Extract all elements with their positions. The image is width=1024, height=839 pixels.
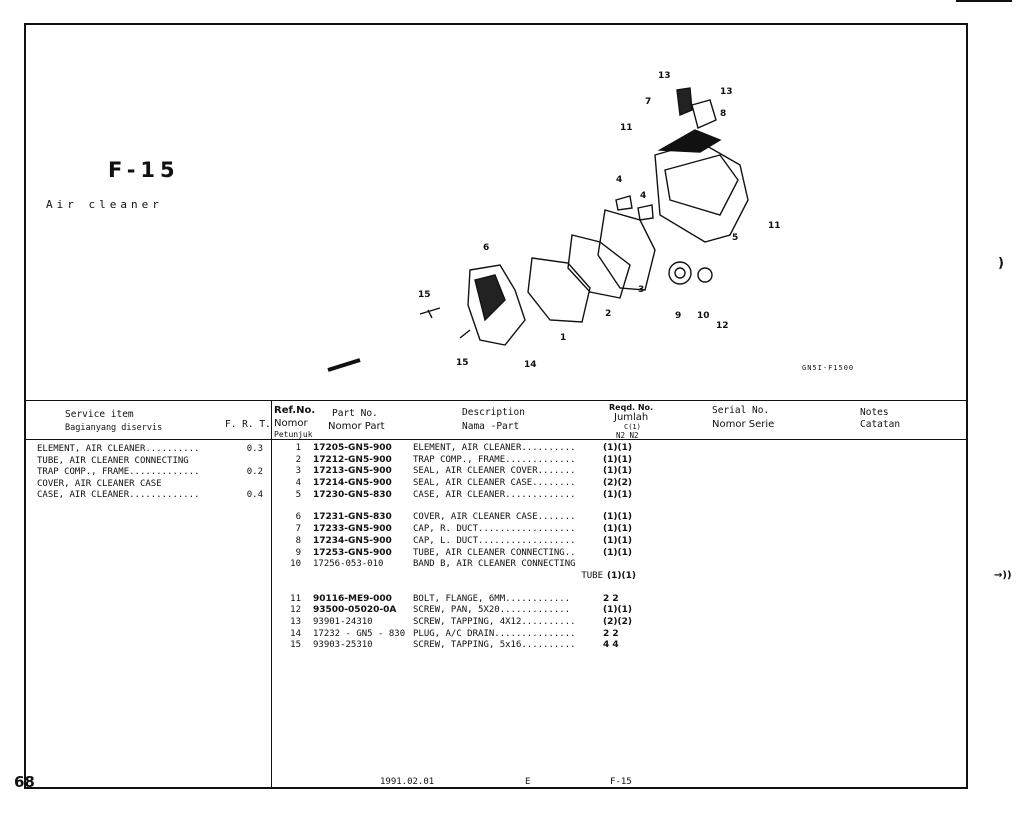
callout: 5 (732, 233, 738, 243)
header-reqd-sub: C(1) (624, 423, 641, 431)
footer-date: 1991.02.01 (380, 777, 435, 787)
service-item-row: TUBE, AIR CLEANER CONNECTING (37, 455, 189, 466)
table-header-rule (24, 439, 968, 440)
figure-title: Air cleaner (46, 198, 163, 211)
callout: 1 (560, 333, 566, 343)
callout: 2 (605, 309, 611, 319)
exploded-parts-diagram: 13 13 7 8 11 4 4 11 5 6 15 1 2 3 9 10 12… (327, 71, 781, 372)
side-mark: →)) (994, 570, 1012, 581)
callout: 13 (658, 71, 671, 81)
callout: 8 (720, 109, 726, 119)
header-part-no: Part No. (332, 408, 378, 419)
seal-cover (597, 209, 656, 291)
service-item-row: CASE, AIR CLEANER.............0.4 (37, 490, 263, 500)
callout: 9 (675, 311, 681, 321)
footer-edition: E (525, 777, 531, 787)
header-ref-no: Ref.No. (274, 405, 316, 416)
service-items-list: ELEMENT, AIR CLEANER..........0.3 TUBE, … (37, 444, 263, 502)
header-notes-id: Catatan (860, 419, 901, 430)
service-item-row: COVER, AIR CLEANER CASE (37, 478, 162, 489)
header-description: Description (462, 407, 525, 418)
callout: 4 (640, 191, 646, 201)
callout: 12 (716, 321, 729, 331)
page-number: 68 (14, 773, 35, 791)
seal-case (615, 195, 633, 211)
header-frt: F. R. T. (225, 419, 271, 430)
cap-l-duct (691, 99, 717, 129)
cover (467, 264, 526, 346)
table-top-rule (24, 400, 968, 401)
header-ref-no-id: Nomor (274, 418, 308, 429)
service-item-row: ELEMENT, AIR CLEANER..........0.3 (37, 444, 263, 454)
header-reqd-no-id: Jumlah (614, 412, 649, 423)
element (527, 257, 591, 323)
header-ref-no-id2: Petunjuk (274, 430, 313, 439)
top-edge-mark (956, 0, 1012, 2)
header-service-item: Service item (65, 409, 134, 420)
part-row-continuation: TUBE(1)(1) (581, 570, 636, 581)
diagram-code: GN5I-F1500 (802, 364, 855, 372)
table-column-divider (271, 400, 272, 789)
side-mark: ) (998, 256, 1004, 271)
callout: 7 (645, 97, 651, 107)
callout: 15 (456, 358, 469, 368)
callout: 10 (697, 311, 710, 321)
header-reqd-cols: N2 N2 (616, 431, 639, 440)
seal-case-2 (637, 204, 654, 221)
header-serial-no-id: Nomor Serie (712, 419, 775, 430)
band (697, 267, 713, 283)
header-service-item-id: Bagianyang diservis (65, 423, 163, 433)
header-part-no-id: Nomor Part (328, 421, 385, 432)
callout: 6 (483, 243, 489, 253)
callout: 3 (638, 285, 644, 295)
figure-code: F-15 (108, 158, 180, 182)
callout: 13 (720, 87, 733, 97)
trap-frame (567, 234, 631, 299)
footer-figure: F-15 (610, 777, 632, 787)
page-frame (24, 23, 968, 789)
callout: 11 (768, 221, 781, 231)
cap-r-duct (676, 87, 693, 117)
callout: 11 (620, 123, 633, 133)
header-notes: Notes (860, 407, 889, 418)
header-reqd-no: Reqd. No. (609, 403, 654, 412)
service-item-row: TRAP COMP., FRAME.............0.2 (37, 467, 263, 477)
callout: 4 (616, 175, 622, 185)
connecting-tube (668, 261, 692, 285)
header-description-id: Nama -Part (462, 421, 520, 432)
callout: 14 (524, 360, 537, 370)
callout: 15 (418, 290, 431, 300)
header-serial-no: Serial No. (712, 405, 770, 416)
